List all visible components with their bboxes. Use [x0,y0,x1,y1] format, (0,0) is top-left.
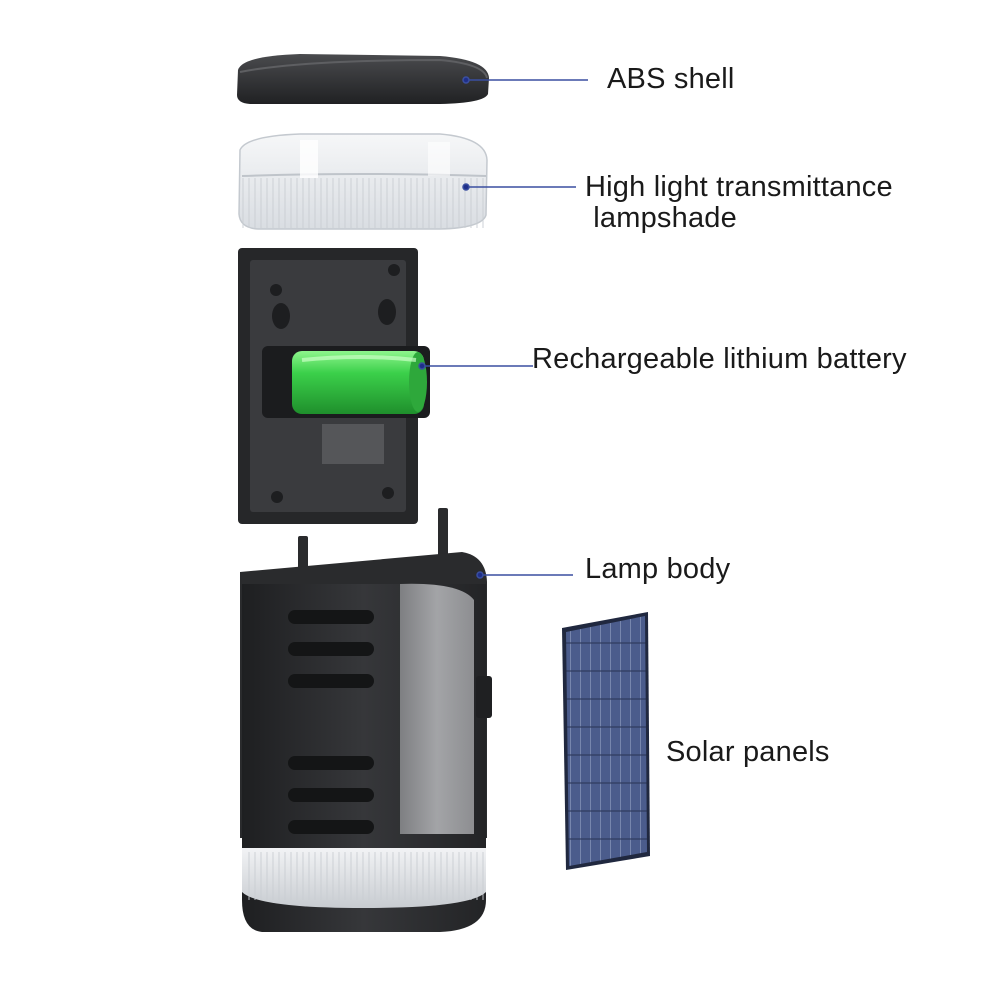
lampshade-part [238,133,488,230]
lampshade-label-line-2: lampshade [585,202,737,234]
lamp-body-part [240,508,492,932]
solar-panels-label: Solar panels [666,736,830,768]
battery-label: Rechargeable lithium battery [532,343,907,375]
solar-panel-part [562,612,650,870]
lampshade-label: High light transmittance lampshade [585,172,893,234]
battery-board-part [238,248,430,524]
abs-shell-label: ABS shell [607,63,735,95]
lamp-body-label: Lamp body [585,553,731,585]
abs-shell-part [237,54,489,104]
leader-lines [418,76,588,579]
lampshade-label-line-1: High light transmittance [585,171,893,203]
